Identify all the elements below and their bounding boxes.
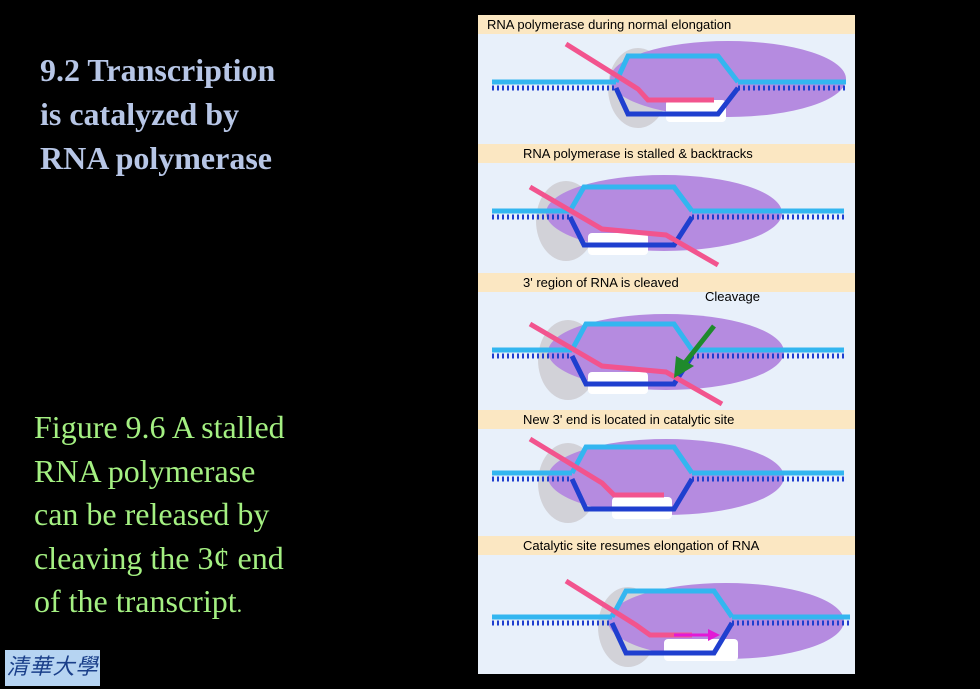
- panel-3-label: 3' region of RNA is cleaved: [478, 273, 855, 292]
- caption-line-1: Figure 9.6 A stalled: [34, 409, 285, 445]
- rna-transcript: [528, 184, 720, 268]
- title-line-3: RNA polymerase: [40, 140, 272, 176]
- rna-polymerase-enzyme: [546, 175, 782, 251]
- rna-polymerase-enzyme: [610, 41, 846, 117]
- elongation-arrow-head: [708, 629, 720, 641]
- dna-bubble-top: [567, 184, 694, 213]
- cleavage-arrow-shaft: [682, 324, 716, 366]
- panel-2-label: RNA polymerase is stalled & backtracks: [478, 144, 855, 163]
- panel-normal-elongation: RNA polymerase during normal elongation: [478, 15, 855, 144]
- dna-bubble-top: [613, 53, 740, 84]
- panel-3-diagram: [492, 314, 844, 407]
- title-line-2: is catalyzed by: [40, 96, 240, 132]
- panel-4-label: New 3' end is located in catalytic site: [478, 410, 855, 429]
- dna-bubble-bottom: [567, 215, 695, 248]
- cleavage-arrow-head: [674, 356, 694, 378]
- panel-1-label: RNA polymerase during normal elongation: [478, 15, 855, 34]
- figure-caption: Figure 9.6 A stalled RNA polymerase can …: [34, 406, 394, 627]
- panel-resumes-elongation: Catalytic site resumes elongation of RNA: [478, 536, 855, 674]
- rna-transcript: [564, 41, 714, 103]
- caption-line-4: cleaving the 3¢ end: [34, 539, 284, 576]
- catalytic-site: [666, 100, 726, 122]
- dna-bubble-bottom: [613, 86, 740, 117]
- dna-bubble-top: [569, 444, 695, 475]
- dna-bubble-top: [609, 588, 735, 619]
- panel-5-label: Catalytic site resumes elongation of RNA: [478, 536, 855, 555]
- rna-transcript: [528, 321, 724, 407]
- caption-line-5: of the transcript.: [34, 580, 394, 627]
- caption-line-2: RNA polymerase: [34, 452, 256, 489]
- dna-bubble-bottom: [569, 477, 695, 512]
- logo-text: 清華大學: [6, 655, 99, 680]
- dna-bubble-bottom: [609, 621, 735, 656]
- slide-title: 9.2 Transcription is catalyzed by RNA po…: [40, 48, 370, 180]
- rna-transcript: [564, 578, 692, 638]
- university-logo: 清華大學: [5, 650, 100, 686]
- dna-bubble-top: [569, 321, 695, 352]
- panel-stalled-backtracks: RNA polymerase is stalled & backtracks: [478, 144, 855, 273]
- cleavage-annotation: Cleavage: [705, 289, 760, 304]
- title-line-1: 9.2 Transcription: [40, 52, 276, 88]
- rna-polymerase-enzyme: [548, 439, 784, 515]
- caption-line-5-period: .: [236, 592, 243, 617]
- caption-line-3: can be released by: [34, 496, 270, 532]
- panel-2-diagram: [492, 175, 844, 268]
- rna-transcript: [528, 436, 664, 498]
- panel-4-diagram: [492, 436, 844, 523]
- catalytic-site: [664, 639, 738, 661]
- caption-line-5-text: of the transcript: [34, 583, 237, 619]
- panel-rna-cleaved: 3' region of RNA is cleaved Cleavage: [478, 273, 855, 410]
- panel-5-diagram: [492, 578, 850, 667]
- panel-new-3-end: New 3' end is located in catalytic site: [478, 410, 855, 536]
- transcription-figure: RNA polymerase during normal elongation …: [478, 15, 855, 674]
- panel-1-diagram: [492, 41, 846, 128]
- rna-polymerase-enzyme: [548, 314, 784, 390]
